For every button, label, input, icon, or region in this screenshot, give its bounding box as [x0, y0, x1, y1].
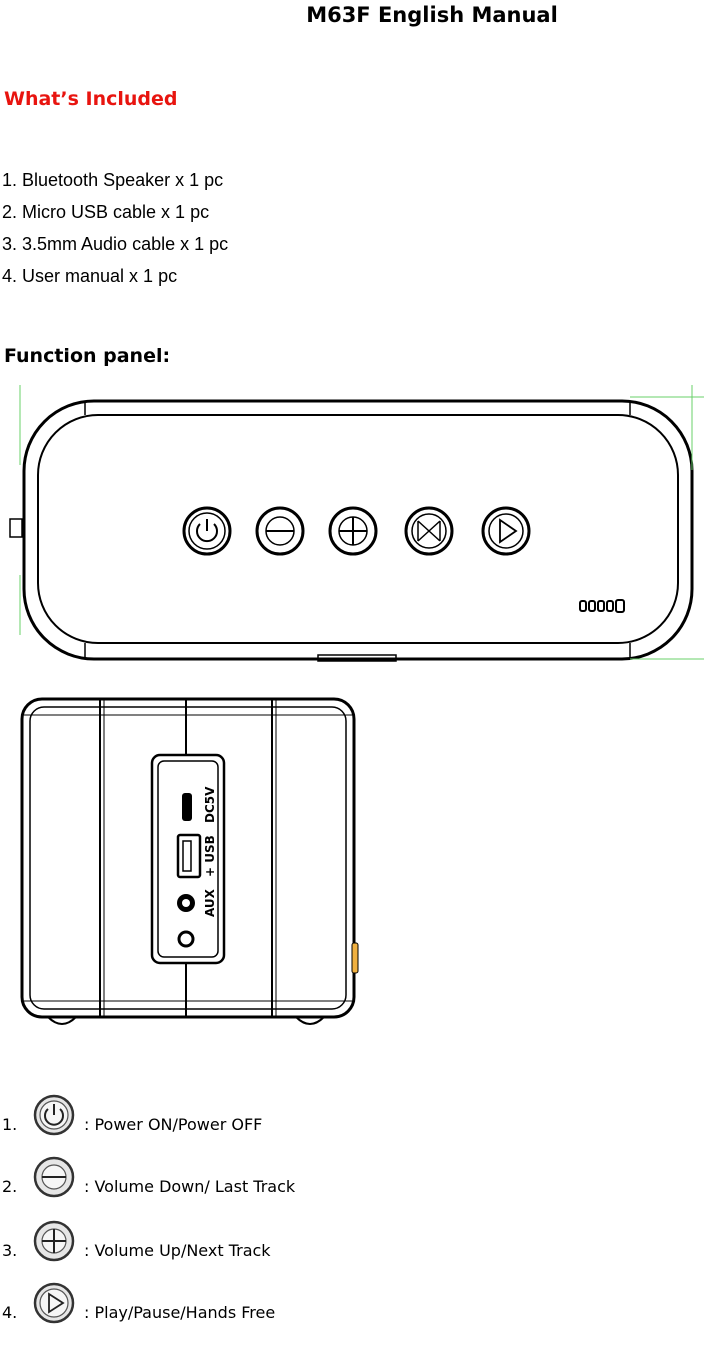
legend-number: 2.	[2, 1177, 18, 1196]
mode-button[interactable]	[404, 506, 454, 556]
usb-label: + USB	[203, 835, 217, 877]
speaker-front-diagram	[9, 385, 704, 662]
legend-number: 4.	[2, 1303, 18, 1322]
legend-row: 2. : Volume Down/ Last Track	[0, 1156, 704, 1237]
included-list: 1. Bluetooth Speaker x 1 pc 2. Micro USB…	[2, 166, 228, 294]
legend-text: : Play/Pause/Hands Free	[84, 1303, 276, 1322]
legend-number: 3.	[2, 1241, 18, 1260]
legend-text: : Volume Up/Next Track	[84, 1241, 271, 1260]
power-button[interactable]	[182, 506, 232, 556]
legend-text: : Power ON/Power OFF	[84, 1115, 263, 1134]
micro-usb-port	[182, 793, 192, 821]
play-pause-button[interactable]	[481, 506, 531, 556]
included-item: 2. Micro USB cable x 1 pc	[2, 202, 210, 222]
volume-up-icon	[33, 1220, 75, 1262]
power-icon	[33, 1094, 75, 1136]
function-panel-heading: Function panel:	[4, 345, 171, 367]
document-title: M63F English Manual	[306, 3, 558, 27]
speaker-side-diagram: DC5V + USB AUX	[20, 697, 359, 1025]
dc5v-label: DC5V	[203, 786, 217, 823]
aux-label: AUX	[203, 888, 217, 917]
legend-text: : Volume Down/ Last Track	[84, 1177, 296, 1196]
legend-row: 4. : Play/Pause/Hands Free	[0, 1282, 704, 1363]
included-item: 1. Bluetooth Speaker x 1 pc	[2, 170, 224, 190]
volume-down-button[interactable]	[255, 506, 305, 556]
battery-indicator	[579, 599, 625, 613]
whats-included-heading: What’s Included	[4, 88, 178, 110]
volume-up-button[interactable]	[328, 506, 378, 556]
usb-port	[176, 833, 202, 879]
included-item: 4. User manual x 1 pc	[2, 266, 178, 286]
legend-number: 1.	[2, 1115, 18, 1134]
included-item: 3. 3.5mm Audio cable x 1 pc	[2, 234, 229, 254]
play-pause-icon	[33, 1282, 75, 1324]
volume-down-icon	[33, 1156, 75, 1198]
legend-row: 1. : Power ON/Power OFF	[0, 1094, 704, 1175]
mic-hole	[177, 930, 195, 948]
legend-row: 3. : Volume Up/Next Track	[0, 1220, 704, 1301]
